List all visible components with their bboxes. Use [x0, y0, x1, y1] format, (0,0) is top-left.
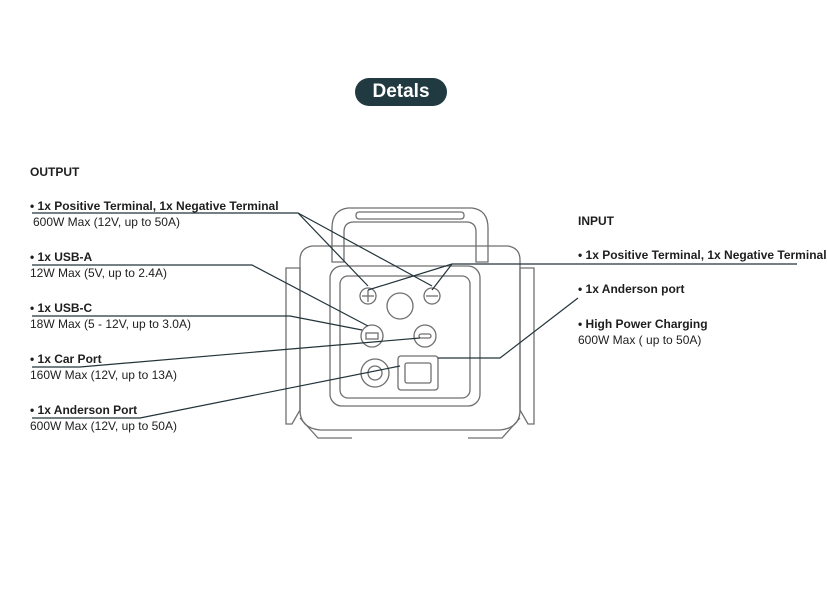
- bottom-foot-left: [299, 417, 352, 439]
- input-item-title: • 1x Anderson port: [578, 282, 685, 296]
- port-panel: [329, 265, 481, 407]
- handle-grip: [355, 211, 465, 220]
- leader-usb-c: [32, 315, 363, 331]
- output-item-usb-c: • 1x USB-C 18W Max (5 - 12V, up to 3.0A): [30, 300, 191, 332]
- side-guard-right: [519, 267, 535, 425]
- input-item-terminals: • 1x Positive Terminal, 1x Negative Term…: [578, 247, 827, 263]
- usb-c-port: [413, 324, 437, 348]
- output-item-car-port: • 1x Car Port 160W Max (12V, up to 13A): [30, 351, 177, 383]
- usb-a-port: [360, 324, 384, 348]
- input-item-title: • High Power Charging: [578, 317, 708, 331]
- leader-usb-a: [32, 264, 369, 327]
- leader-car-port: [32, 337, 421, 368]
- bottom-foot-right: [468, 417, 521, 439]
- power-station-device: [285, 207, 535, 439]
- input-heading: INPUT: [578, 214, 614, 228]
- output-heading: OUTPUT: [30, 165, 80, 179]
- leader-terminals-output-b: [297, 212, 433, 287]
- input-item-high-power: • High Power Charging 600W Max ( up to 5…: [578, 316, 708, 348]
- anderson-port: [397, 355, 439, 391]
- port-panel-inner: [339, 275, 471, 399]
- details-title: Detals: [372, 81, 430, 102]
- side-guard-left: [285, 267, 301, 425]
- output-item-title: • 1x USB-C: [30, 301, 93, 315]
- negative-terminal: [423, 287, 441, 305]
- output-item-desc: 160W Max (12V, up to 13A): [30, 368, 177, 382]
- leader-anderson-input: [438, 297, 579, 359]
- output-item-title: • 1x Anderson Port: [30, 403, 138, 417]
- output-item-desc: 600W Max (12V, up to 50A): [30, 419, 177, 433]
- output-item-desc: 600W Max (12V, up to 50A): [33, 215, 180, 229]
- output-item-desc: 18W Max (5 - 12V, up to 3.0A): [30, 317, 191, 331]
- leader-lines: [32, 212, 797, 419]
- output-item-title: • 1x Positive Terminal, 1x Negative Term…: [30, 199, 279, 213]
- input-item-anderson: • 1x Anderson port: [578, 281, 684, 297]
- input-item-desc: 600W Max ( up to 50A): [578, 333, 702, 347]
- center-knob: [386, 292, 414, 320]
- power-station-diagram: [32, 207, 797, 439]
- car-port: [360, 358, 390, 388]
- output-item-usb-a: • 1x USB-A 12W Max (5V, up to 2.4A): [30, 249, 167, 281]
- output-item-anderson: • 1x Anderson Port 600W Max (12V, up to …: [30, 402, 177, 434]
- output-item-title: • 1x Car Port: [30, 352, 102, 366]
- leader-anderson-output: [32, 365, 401, 419]
- input-item-title: • 1x Positive Terminal, 1x Negative Term…: [578, 248, 827, 262]
- details-title-badge: Detals: [355, 78, 447, 106]
- output-item-title: • 1x USB-A: [30, 250, 93, 264]
- carry-handle: [331, 207, 489, 263]
- positive-terminal: [359, 287, 377, 305]
- output-item-desc: 12W Max (5V, up to 2.4A): [30, 266, 167, 280]
- leader-terminals-input-b: [431, 263, 453, 291]
- output-item-terminals: • 1x Positive Terminal, 1x Negative Term…: [30, 198, 279, 230]
